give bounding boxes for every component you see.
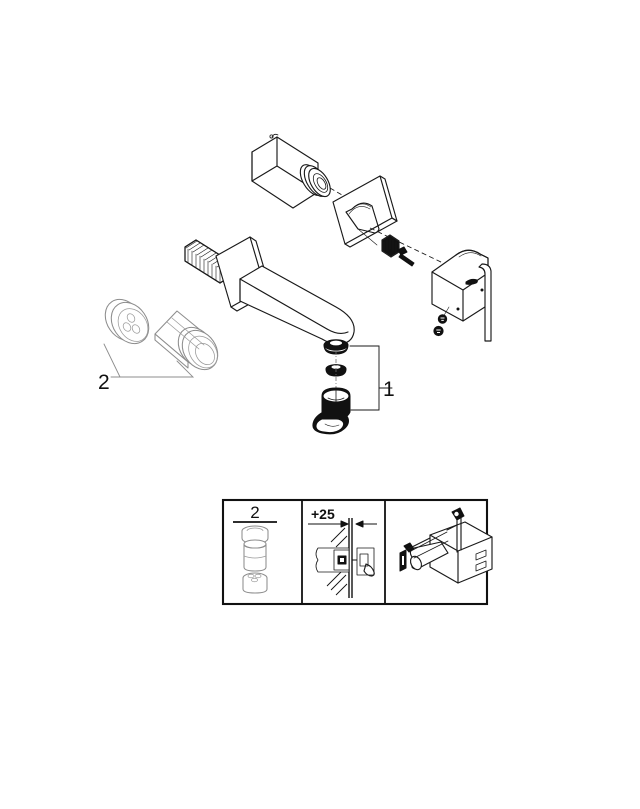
callout-1-label: 1 bbox=[383, 378, 395, 401]
part-set-screw bbox=[433, 306, 450, 337]
part-escutcheon bbox=[332, 175, 398, 248]
part-spout bbox=[184, 236, 355, 345]
part-lever-handle bbox=[431, 249, 492, 342]
detail-panel-dimension-label: +25 bbox=[311, 506, 335, 522]
detail-panel-rough-in bbox=[399, 507, 493, 584]
detail-box: 2 +25 bbox=[221, 498, 493, 606]
detail-panel-aerator: 2 bbox=[233, 503, 277, 594]
callout-1-leader bbox=[349, 345, 393, 411]
part-flow-cartridge bbox=[312, 387, 351, 435]
assembly-axis-handle bbox=[369, 227, 444, 264]
part-concealed-sleeve bbox=[251, 133, 331, 209]
part-screw bbox=[397, 246, 415, 267]
detail-panel-wall-depth: +25 bbox=[308, 506, 377, 598]
part-flow-seal bbox=[323, 339, 349, 377]
detail-panel-aerator-label: 2 bbox=[250, 503, 259, 522]
part-aerator-key bbox=[104, 298, 150, 345]
callout-2-label: 2 bbox=[98, 371, 110, 394]
callout-2-leader bbox=[103, 343, 195, 378]
part-aerator bbox=[154, 310, 219, 371]
